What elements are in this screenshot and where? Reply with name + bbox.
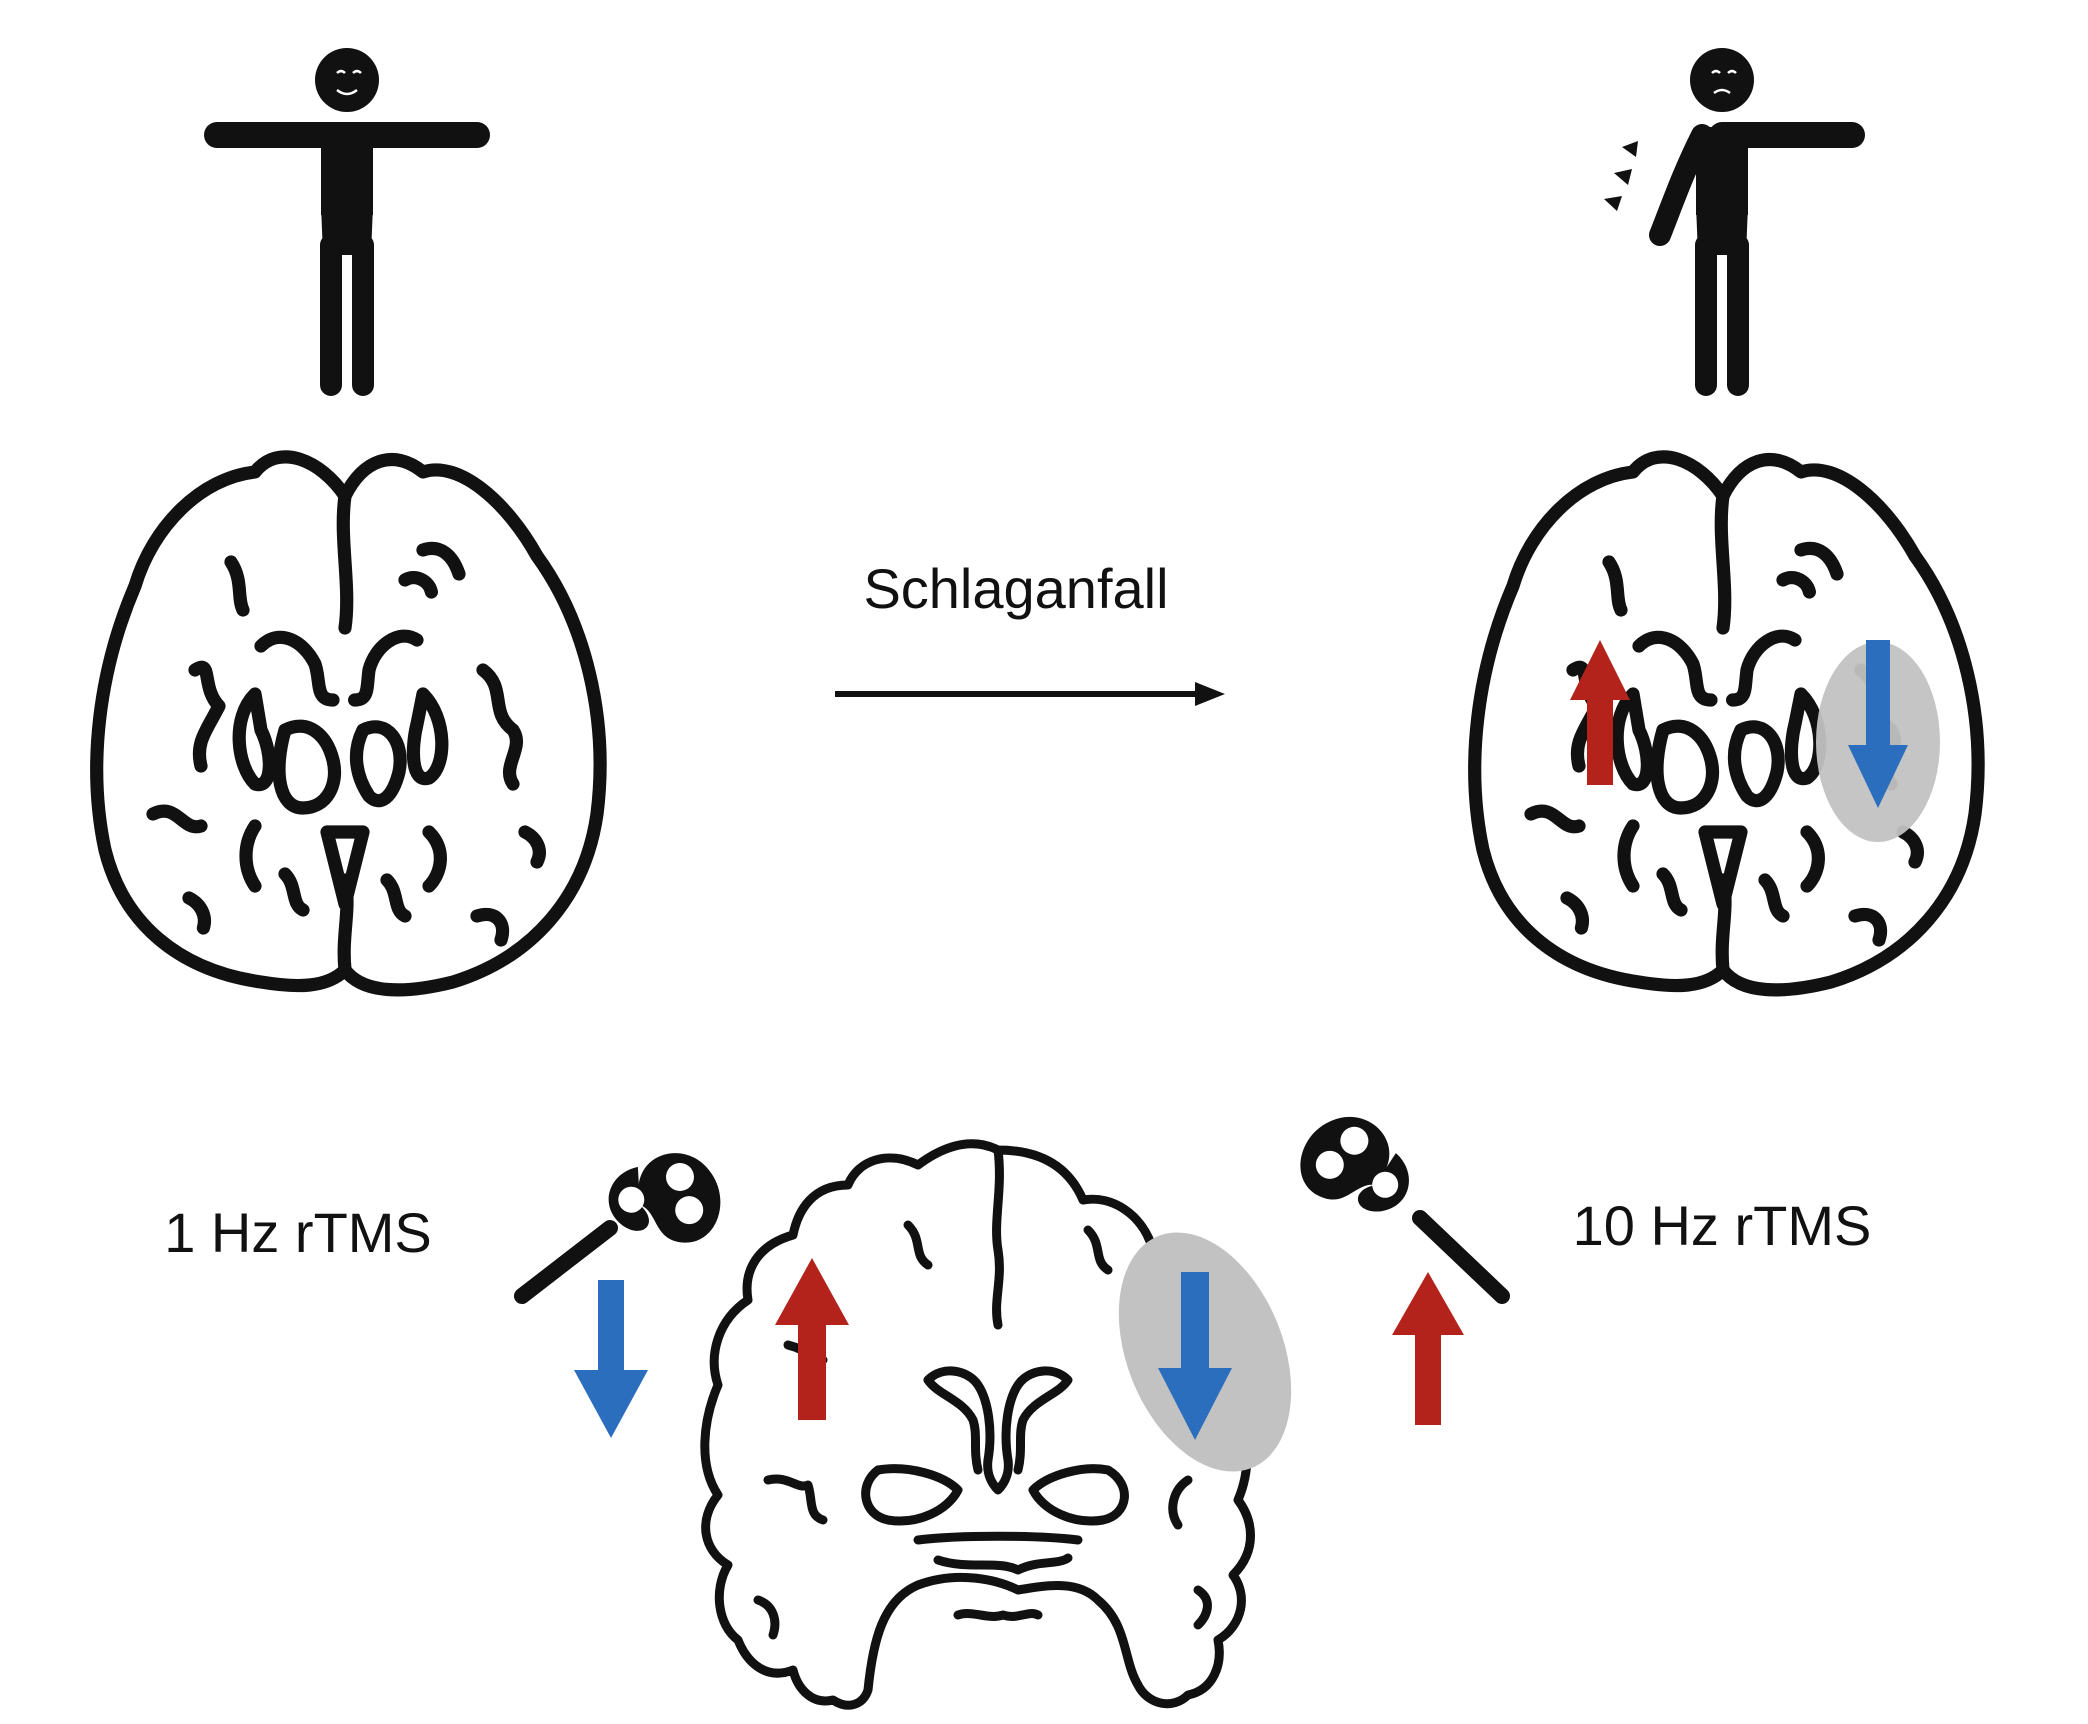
left-decrease-arrow-icon: [574, 1280, 648, 1438]
coronal-decrease-arrow-icon: [1158, 1272, 1232, 1440]
coronal-increase-arrow-icon: [775, 1258, 849, 1420]
healthy-person-icon: [217, 48, 477, 385]
right-tms-coil-icon: [1294, 1109, 1510, 1304]
transition-arrow-icon: [835, 682, 1225, 706]
high-frequency-rtms-label: 10 Hz rTMS: [1573, 1194, 1872, 1257]
left-tms-coil-icon: [514, 1134, 735, 1304]
stroke-label: Schlaganfall: [863, 557, 1168, 620]
low-frequency-rtms-label: 1 Hz rTMS: [164, 1201, 432, 1264]
decrease-arrow-icon: [1848, 640, 1908, 808]
stroke-person-icon: [1604, 48, 1865, 396]
right-increase-arrow-icon: [1392, 1272, 1464, 1425]
increase-arrow-icon: [1570, 640, 1630, 785]
healthy-brain-axial-icon: [97, 457, 600, 990]
pain-marks-icon: [1604, 141, 1638, 211]
